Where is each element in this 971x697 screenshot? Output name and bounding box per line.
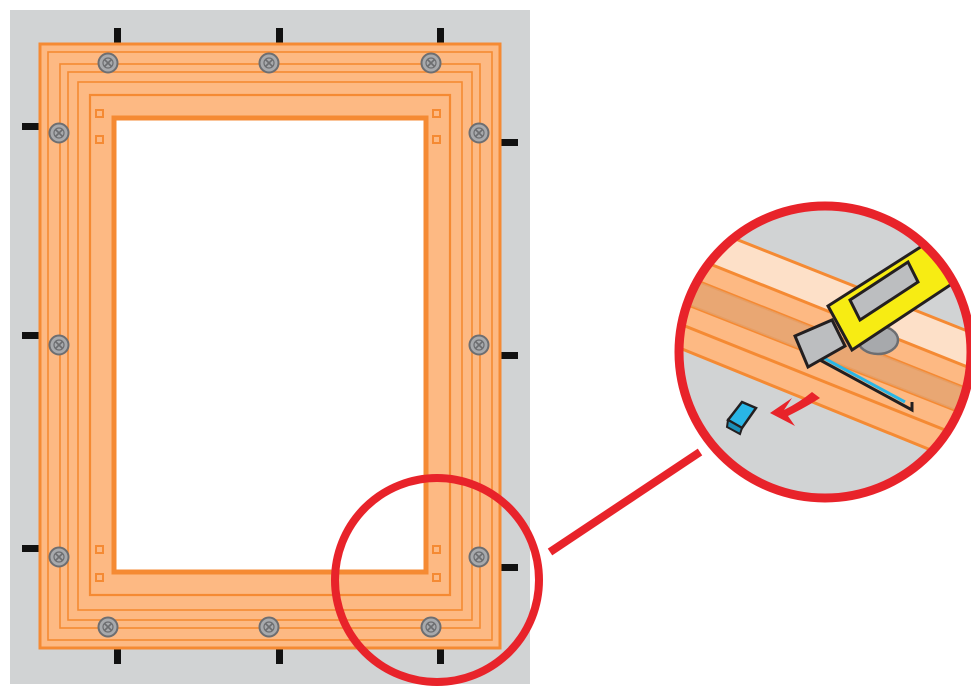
screw-icon <box>48 546 70 568</box>
screw-icon <box>420 52 442 74</box>
callout <box>331 448 703 686</box>
mounting-tab-icon <box>22 545 40 552</box>
mounting-tab-icon <box>276 28 283 44</box>
callout-connector <box>547 448 703 556</box>
callout-ring-large <box>674 201 971 503</box>
mounting-tab-icon <box>437 648 444 664</box>
screw-icon <box>468 546 490 568</box>
mounting-tab-icon <box>276 648 283 664</box>
screw-icon <box>48 122 70 144</box>
frame-opening <box>111 115 429 575</box>
mounting-tabs <box>22 28 518 664</box>
screw-icon <box>97 616 119 638</box>
mounting-tab-icon <box>437 28 444 44</box>
screw-icon <box>420 616 442 638</box>
mounting-tab-icon <box>114 28 121 44</box>
screw-icon <box>48 334 70 356</box>
mounting-tab-icon <box>22 123 40 130</box>
screw-icon <box>258 616 280 638</box>
screw-icon <box>97 52 119 74</box>
mounting-tab-icon <box>22 332 40 339</box>
screw-icon <box>258 52 280 74</box>
callout-ring-small <box>331 474 543 686</box>
mounting-tab-icon <box>500 352 518 359</box>
frame <box>38 42 502 650</box>
screw-icon <box>468 122 490 144</box>
curved-arrow-icon <box>770 392 820 426</box>
mounting-tab-icon <box>500 139 518 146</box>
snapped-tab-icon <box>725 400 758 436</box>
mounting-tab-icon <box>500 564 518 571</box>
mounting-tab-icon <box>114 648 121 664</box>
screw-icon <box>468 334 490 356</box>
